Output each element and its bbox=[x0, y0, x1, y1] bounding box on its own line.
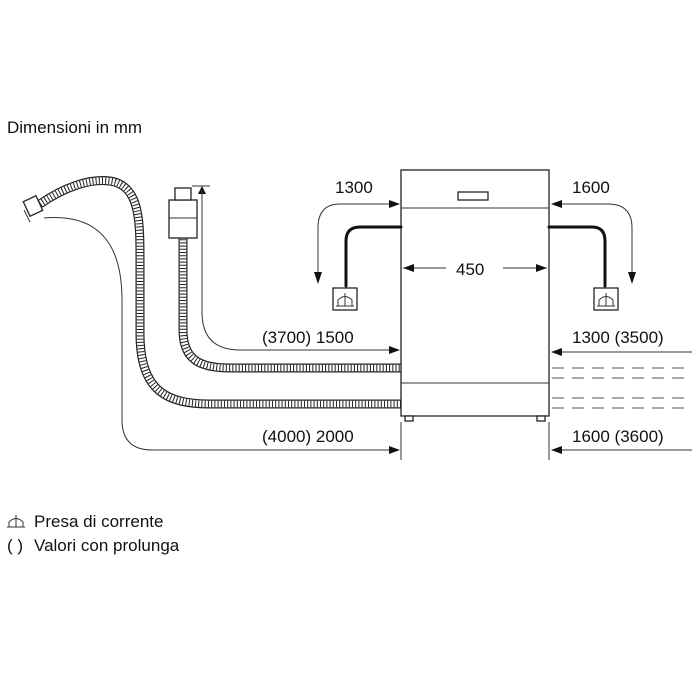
diagram-title: Dimensioni in mm bbox=[7, 118, 142, 137]
left-socket-distance-arrow bbox=[314, 200, 400, 284]
power-socket-icon bbox=[7, 515, 25, 528]
right-socket bbox=[593, 287, 619, 311]
right-hose-dashed-lines bbox=[552, 367, 690, 409]
inlet-hose bbox=[37, 176, 402, 409]
width-label: 450 bbox=[456, 260, 484, 279]
drain-hose-left-dimension bbox=[192, 185, 400, 354]
left-foot bbox=[404, 415, 414, 422]
width-dimension: 450 bbox=[403, 260, 547, 279]
legend-extension-symbol: ( ) bbox=[7, 536, 23, 555]
drain-hose bbox=[178, 236, 402, 373]
left-power-cable bbox=[344, 225, 403, 288]
hose-tap-connector bbox=[22, 194, 44, 223]
inlet-hose-left-label: (4000) 2000 bbox=[262, 427, 354, 446]
legend-socket-label: Presa di corrente bbox=[34, 512, 163, 531]
right-socket-distance-label: 1600 bbox=[572, 178, 610, 197]
dishwasher-front-view bbox=[400, 169, 550, 422]
inlet-hose-right-label: 1600 (3600) bbox=[572, 427, 664, 446]
aquastop-valve bbox=[168, 187, 198, 239]
right-foot bbox=[536, 415, 546, 422]
drain-hose-left-label: (3700) 1500 bbox=[262, 328, 354, 347]
inlet-hose-left-dimension bbox=[43, 217, 400, 454]
right-socket-distance-arrow bbox=[551, 200, 636, 284]
right-power-cable bbox=[547, 225, 607, 288]
left-socket-distance-label: 1300 bbox=[335, 178, 373, 197]
control-display bbox=[457, 191, 489, 201]
drain-hose-right-label: 1300 (3500) bbox=[572, 328, 664, 347]
left-socket bbox=[332, 287, 358, 311]
legend-extension-label: Valori con prolunga bbox=[34, 536, 180, 555]
inlet-hose-right-dimension bbox=[551, 446, 692, 454]
drain-hose-right-dimension bbox=[551, 348, 692, 356]
